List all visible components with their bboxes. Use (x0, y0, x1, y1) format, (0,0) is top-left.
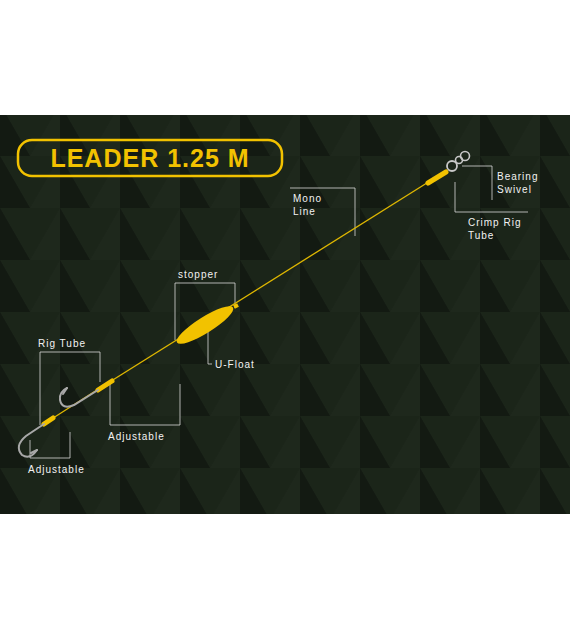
part-label: Adjustable (28, 463, 85, 476)
dark-panel (0, 115, 570, 514)
hooks (19, 388, 98, 457)
crimp-rig-tube (428, 172, 446, 183)
part-label: U-Float (215, 358, 255, 371)
title-frame (18, 140, 282, 176)
part-label: Crimp Rig Tube (468, 216, 530, 242)
part-label: Rig Tube (38, 337, 86, 350)
part-label: Mono Line (293, 192, 333, 218)
u-float (173, 301, 237, 350)
stopper (234, 305, 238, 307)
rig-tube-lower (44, 418, 53, 424)
part-label: Adjustable (108, 430, 165, 443)
part-label: stopper (178, 268, 218, 281)
diagram-title: LEADER 1.25 M (18, 141, 282, 175)
part-label: Bearing Swivel (497, 170, 555, 196)
callout-lines (30, 166, 528, 458)
rig-tube (98, 381, 112, 390)
mono-line (50, 171, 446, 420)
bearing-swivel (447, 152, 470, 172)
